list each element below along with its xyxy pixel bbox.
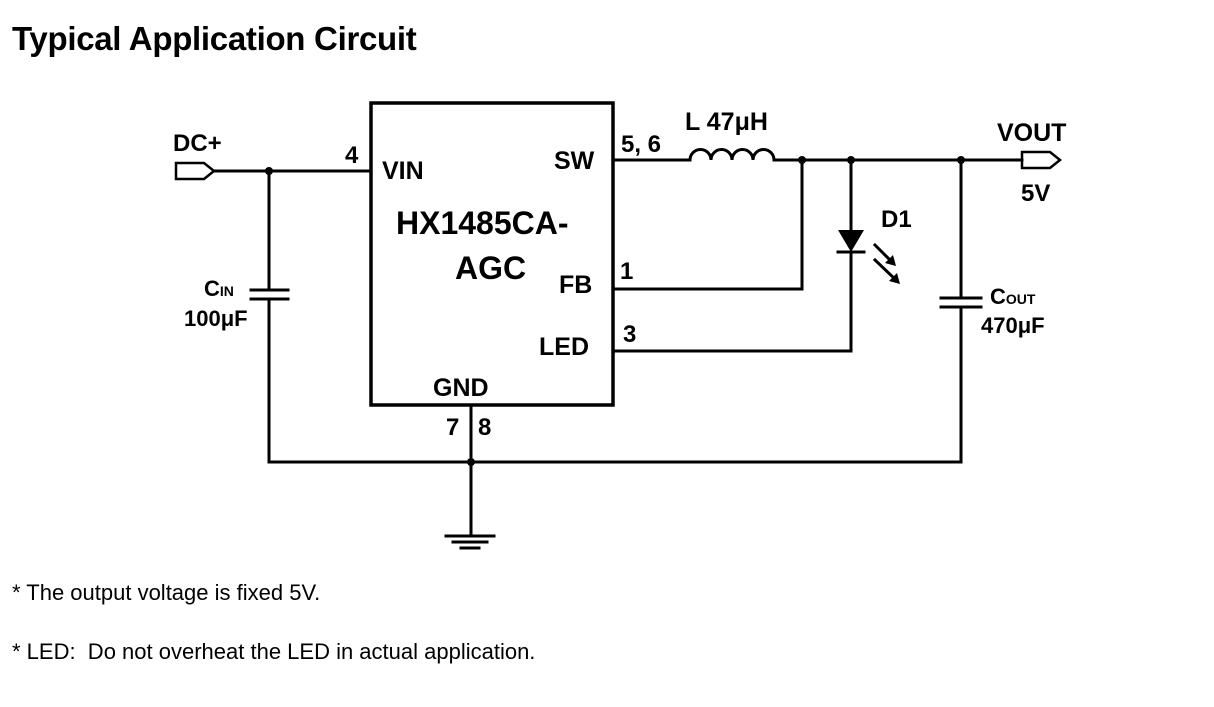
note-text: * LED: Do not overheat the LED in actual… bbox=[12, 639, 536, 664]
inductor-coil bbox=[688, 148, 776, 162]
cin-name-sub: IN bbox=[220, 283, 234, 299]
fb-pin-number: 1 bbox=[620, 258, 633, 285]
ic-body bbox=[369, 101, 615, 407]
vin-pin-label: VIN bbox=[382, 157, 424, 185]
cin-name-main: C bbox=[204, 276, 220, 301]
ic-name-line2: AGC bbox=[455, 250, 526, 286]
junction-dot bbox=[957, 156, 965, 164]
gnd-pin-number-b: 8 bbox=[478, 414, 491, 441]
vin-pin-number: 4 bbox=[345, 142, 359, 169]
cin-value: 100μF bbox=[184, 306, 248, 331]
dc-input-connector bbox=[174, 161, 217, 181]
vout-label: VOUT bbox=[997, 119, 1066, 147]
emission-arrowhead-1 bbox=[885, 255, 896, 266]
sw-pin-number: 5, 6 bbox=[621, 131, 661, 158]
diode-label: D1 bbox=[881, 206, 912, 233]
gnd-pin-label: GND bbox=[433, 374, 489, 402]
fb-pin-label: FB bbox=[559, 271, 592, 299]
junction-dot bbox=[847, 156, 855, 164]
vout-connector bbox=[1020, 150, 1063, 170]
diode-triangle bbox=[838, 230, 864, 252]
cout-name-main: C bbox=[990, 284, 1006, 309]
ic-name-line1: HX1485CA- bbox=[396, 205, 569, 241]
note-text: * The output voltage is fixed 5V. bbox=[12, 580, 321, 605]
dc-input-label: DC+ bbox=[173, 130, 222, 157]
gnd-pin-number-a: 7 bbox=[446, 414, 459, 441]
junction-dot bbox=[265, 167, 273, 175]
cin-name: CIN bbox=[204, 276, 234, 301]
led-pin-label: LED bbox=[539, 333, 589, 361]
note-output-voltage: * The output voltage is fixed 5V. bbox=[12, 580, 320, 606]
note-led-warning: * LED: Do not overheat the LED in actual… bbox=[12, 639, 535, 665]
page-title: Typical Application Circuit bbox=[12, 20, 417, 57]
emission-arrowhead-2 bbox=[889, 273, 900, 284]
junction-dot bbox=[798, 156, 806, 164]
cout-name: COUT bbox=[990, 284, 1036, 309]
cout-name-sub: OUT bbox=[1006, 291, 1036, 307]
vout-voltage: 5V bbox=[1021, 180, 1050, 207]
inductor-label: L 47μH bbox=[685, 108, 768, 136]
sw-pin-label: SW bbox=[554, 147, 595, 175]
led-pin-number: 3 bbox=[623, 321, 636, 348]
cout-value: 470μF bbox=[981, 313, 1045, 338]
junction-dot bbox=[467, 458, 475, 466]
